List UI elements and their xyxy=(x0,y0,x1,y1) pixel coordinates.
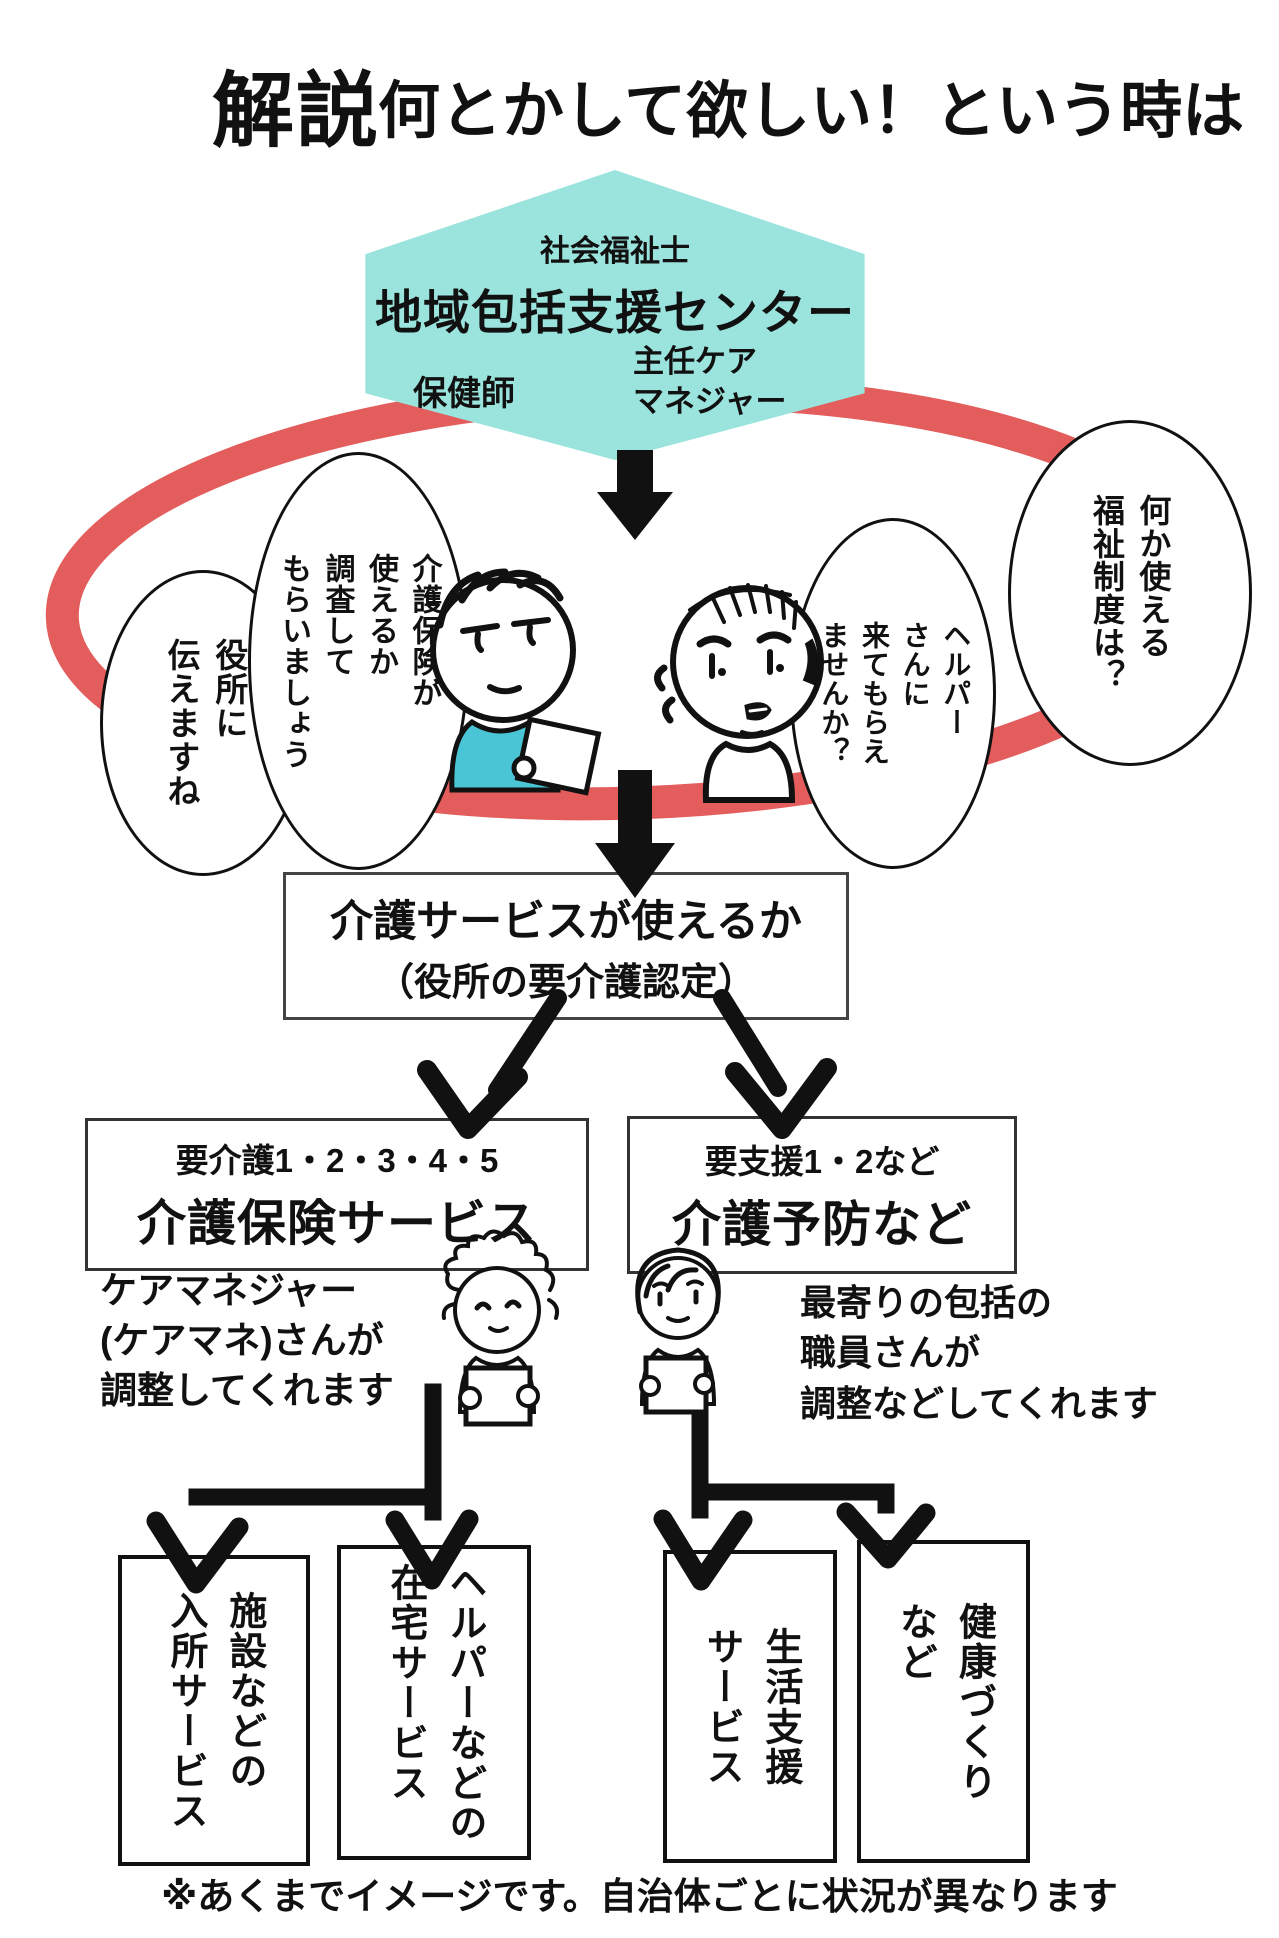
assessment-box-line1: 介護サービスが使えるか xyxy=(330,897,802,946)
hexagon-label-social-worker: 社会福祉士 xyxy=(540,235,690,268)
care-manager-note: ケアマネジャー (ケアマネ)さんが 調整してくれます xyxy=(100,1270,394,1411)
speech-bubble-what-welfare-system: 何か使える 福祉制度は？ xyxy=(1008,420,1252,766)
hexagon-label-public-health-nurse: 保健師 xyxy=(413,375,515,413)
support-center-hexagon: 社会福祉士 地域包括支援センター 保健師 主任ケア マネジャー xyxy=(365,170,865,460)
arrow-hexagon-down xyxy=(597,450,673,540)
center-staff-note: 最寄りの包括の 職員さんが 調整などしてくれます xyxy=(800,1282,1158,1424)
page-title: 何とかして欲しい！という時は xyxy=(378,77,1245,146)
service-box-health-promotion: 健康づくり など xyxy=(857,1540,1030,1863)
illustration-center-staff xyxy=(635,1247,721,1415)
service-box-facility: 施設などの 入所サービス xyxy=(118,1555,310,1866)
care-prevention-box: 要支援1・2など 介護予防など xyxy=(627,1116,1017,1274)
speech-bubble-check-insurance: 介護保険が 使えるか 調査して もらいましょう xyxy=(248,452,469,870)
service-box-text: 施設などの 入所サービス xyxy=(164,1590,265,1831)
speech-bubble-text: 役所に 伝えますね xyxy=(162,638,246,808)
service-box-text: 生活支援 サービス xyxy=(700,1626,801,1787)
care-insurance-service-box: 要介護1・2・3・4・5 介護保険サービス xyxy=(85,1118,589,1271)
care-level-label: 要介護1・2・3・4・5 xyxy=(175,1142,499,1179)
service-box-text: ヘルパーなどの 在宅サービス xyxy=(384,1562,485,1843)
speech-bubble-helper-request: ヘルパー さんに 来てもらえ ませんか？ xyxy=(790,518,996,869)
service-box-text: 健康づくり など xyxy=(893,1601,995,1802)
assessment-box-line2: （役所の要介護認定） xyxy=(375,961,756,1004)
assessment-box: 介護サービスが使えるか （役所の要介護認定） xyxy=(283,872,849,1020)
speech-bubble-text: 介護保険が 使えるか 調査して もらいましょう xyxy=(277,552,441,770)
title-badge: 解説 xyxy=(212,66,381,157)
hexagon-label-chief-care-manager: 主任ケア マネジャー xyxy=(633,344,787,420)
disclaimer-text: ※あくまでイメージです。自治体ごとに状況が異なります xyxy=(161,1876,1118,1917)
speech-bubble-text: 何か使える 福祉制度は？ xyxy=(1089,494,1172,692)
care-prevention-label: 介護予防など xyxy=(671,1197,972,1252)
service-box-home-helper: ヘルパーなどの 在宅サービス xyxy=(337,1545,531,1860)
service-box-life-support: 生活支援 サービス xyxy=(663,1550,837,1863)
support-level-label: 要支援1・2など xyxy=(704,1142,940,1180)
hexagon-label-center-name: 地域包括支援センター xyxy=(375,286,855,339)
care-insurance-service-label: 介護保険サービス xyxy=(136,1197,537,1251)
speech-bubble-text: ヘルパー さんに 来てもらえ ませんか？ xyxy=(817,621,971,766)
